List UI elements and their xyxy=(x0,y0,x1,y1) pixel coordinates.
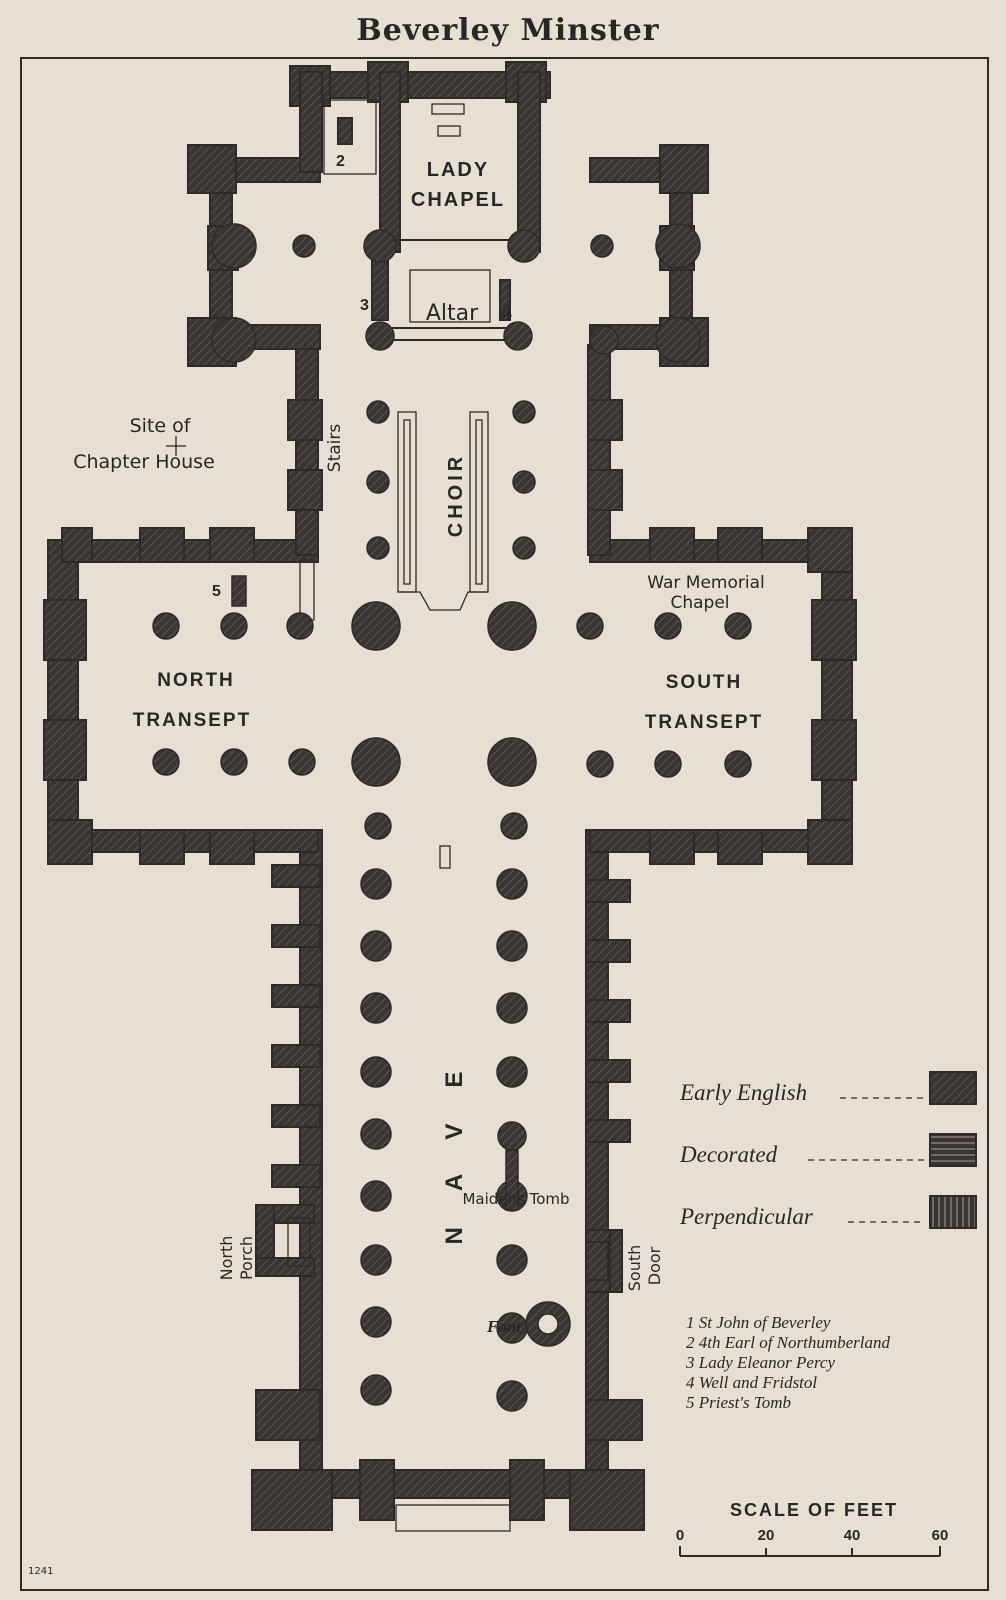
label-north-transept-2: TRANSEPT xyxy=(133,710,251,731)
legend-swatch-early-english xyxy=(929,1071,977,1105)
scale-tick-60: 60 xyxy=(932,1527,949,1544)
label-num-2: 2 xyxy=(336,153,345,170)
fittings xyxy=(231,575,571,1347)
scale-tick-40: 40 xyxy=(844,1527,861,1544)
key-item-3: 3 Lady Eleanor Percy xyxy=(685,1353,835,1372)
scale-tick-20: 20 xyxy=(758,1527,775,1544)
label-maidens-tomb: Maidens Tomb xyxy=(462,1190,569,1208)
label-altar: Altar xyxy=(426,301,479,326)
label-choir: CHOIR xyxy=(445,453,467,537)
legend-label-decorated: Decorated xyxy=(679,1142,778,1167)
label-num-3: 3 xyxy=(360,297,369,314)
map-title: Beverley Minster xyxy=(356,13,659,48)
key-item-1: 1 St John of Beverley xyxy=(686,1313,831,1332)
scale-tick-0: 0 xyxy=(676,1527,684,1544)
label-nave: NAVE xyxy=(441,1036,468,1245)
scale-bar: SCALE OF FEET 0 20 40 60 xyxy=(676,1500,949,1557)
numbered-key: 1 St John of Beverley 2 4th Earl of Nort… xyxy=(685,1313,891,1412)
map-frame xyxy=(20,57,989,1591)
key-item-4: 4 Well and Fridstol xyxy=(686,1373,817,1392)
label-north-porch-1: North xyxy=(217,1236,236,1281)
legend: Early English Decorated Perpendicular xyxy=(679,1071,977,1229)
key-item-5: 5 Priest's Tomb xyxy=(686,1393,791,1412)
label-war-memorial-1: War Memorial xyxy=(647,573,764,593)
transept-walls xyxy=(43,527,857,865)
plate-number: 1241 xyxy=(28,1566,53,1577)
label-chapter-house: Chapter House xyxy=(73,451,215,473)
label-font: Font xyxy=(486,1317,522,1336)
label-war-memorial-2: Chapel xyxy=(670,593,729,613)
label-north-porch-2: Porch xyxy=(237,1236,256,1280)
scale-title: SCALE OF FEET xyxy=(730,1500,898,1520)
label-north-transept-1: NORTH xyxy=(157,670,235,691)
label-south-door-2: Door xyxy=(645,1246,664,1285)
label-num-5: 5 xyxy=(212,583,221,600)
label-south-transept-2: TRANSEPT xyxy=(645,712,763,733)
legend-swatch-perpendicular xyxy=(929,1195,977,1229)
label-south-transept-1: SOUTH xyxy=(666,672,743,693)
nave-walls xyxy=(251,829,645,1532)
label-lady-chapel-2: CHAPEL xyxy=(411,189,505,211)
label-stairs: Stairs xyxy=(325,424,345,473)
piers xyxy=(152,223,752,1412)
label-site-of: Site of xyxy=(130,415,192,437)
legend-label-perpendicular: Perpendicular xyxy=(679,1204,814,1229)
legend-label-early-english: Early English xyxy=(679,1080,807,1105)
legend-swatch-decorated xyxy=(929,1133,977,1167)
label-lady-chapel-1: LADY xyxy=(427,159,489,181)
label-num-4: 4 xyxy=(500,301,513,325)
key-item-2: 2 4th Earl of Northumberland xyxy=(686,1333,891,1352)
label-south-door-1: South xyxy=(625,1245,644,1292)
chapter-house-cross xyxy=(166,436,186,456)
